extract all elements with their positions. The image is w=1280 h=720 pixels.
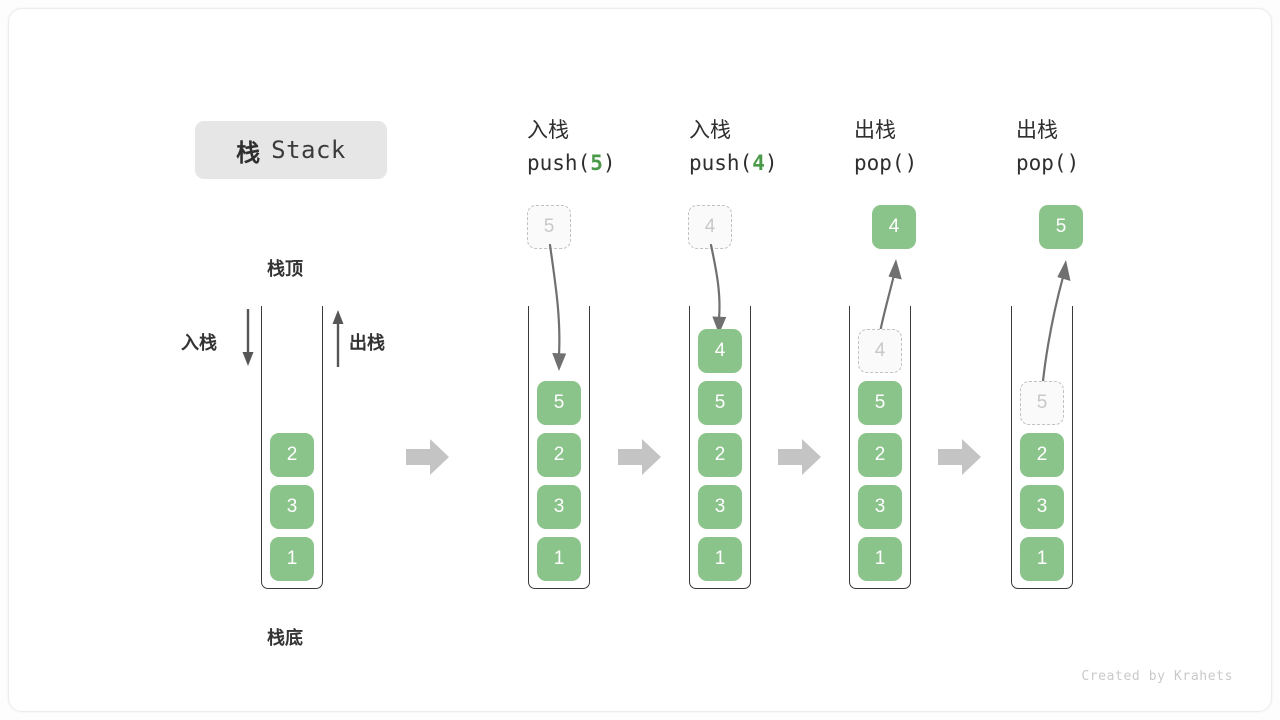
code-prefix: push( — [689, 151, 753, 175]
floating-popped-cell: 5 — [1039, 205, 1083, 249]
column-header-code: push(5) — [527, 146, 616, 180]
push-curve-arrow-icon — [548, 243, 567, 371]
stack-frame — [528, 306, 590, 589]
column-header-code: pop() — [1016, 146, 1079, 180]
stack-cell: 1 — [858, 537, 902, 581]
code-suffix: ) — [602, 151, 616, 175]
stack-cell: 3 — [698, 485, 742, 529]
stack-cell: 1 — [270, 537, 314, 581]
stack-cell: 2 — [698, 433, 742, 477]
stack-frame — [689, 306, 751, 589]
code-prefix: pop( — [1016, 151, 1067, 175]
stack-cell: 1 — [1020, 537, 1064, 581]
separator-arrow-icon — [938, 439, 981, 475]
title-badge: 栈 Stack — [195, 121, 387, 179]
stack-cell: 5 — [537, 381, 581, 425]
column-header-code: push(4) — [689, 146, 778, 180]
separator-arrow-icon — [406, 439, 449, 475]
stack-cell: 2 — [537, 433, 581, 477]
code-suffix: ) — [764, 151, 778, 175]
footer-credit: Created by Krahets — [1081, 669, 1233, 684]
floating-popped-cell: 4 — [872, 205, 916, 249]
push-direction-label: 入栈 — [181, 333, 217, 353]
stack-frame — [261, 306, 323, 589]
column-header-cn: 出栈 — [854, 119, 896, 142]
stack-cell: 3 — [1020, 485, 1064, 529]
stack-cell: 5 — [858, 381, 902, 425]
floating-ghost-cell: 4 — [688, 205, 732, 249]
stack-top-label: 栈顶 — [267, 259, 303, 279]
diagram-card: 栈 Stack 栈顶 栈底 入栈 出栈 2 3 1 — [8, 8, 1272, 712]
stack-frame — [849, 306, 911, 589]
title-label-en: Stack — [271, 136, 346, 164]
stack-cell: 2 — [270, 433, 314, 477]
column-header-push5: 入栈 push(5) — [527, 115, 616, 180]
code-prefix: push( — [527, 151, 591, 175]
column-header-push4: 入栈 push(4) — [689, 115, 778, 180]
stack-cell: 1 — [537, 537, 581, 581]
code-suffix: ) — [904, 151, 918, 175]
stack-cell: 5 — [698, 381, 742, 425]
push-direction-arrow-icon — [242, 309, 254, 366]
stack-cell: 3 — [537, 485, 581, 529]
column-header-pop4: 出栈 pop() — [854, 115, 917, 180]
stack-bottom-label: 栈底 — [267, 628, 303, 648]
stack-cell: 2 — [1020, 433, 1064, 477]
separator-arrow-icon — [618, 439, 661, 475]
column-header-pop5: 出栈 pop() — [1016, 115, 1079, 180]
stack-cell: 3 — [858, 485, 902, 529]
push-curve-arrow-icon — [709, 243, 727, 334]
column-header-code: pop() — [854, 146, 917, 180]
column-header-cn: 出栈 — [1016, 119, 1058, 142]
stack-ghost-cell: 5 — [1020, 381, 1064, 425]
stack-ghost-cell: 4 — [858, 329, 902, 373]
column-header-cn: 入栈 — [527, 119, 569, 142]
stack-cell: 1 — [698, 537, 742, 581]
code-arg: 4 — [752, 151, 765, 175]
pop-direction-arrow-icon — [332, 310, 344, 367]
stack-cell: 2 — [858, 433, 902, 477]
stack-frame — [1011, 306, 1073, 589]
separator-arrow-icon — [778, 439, 821, 475]
column-header-cn: 入栈 — [689, 119, 731, 142]
title-label-cn: 栈 — [236, 139, 261, 167]
stack-cell: 4 — [698, 329, 742, 373]
code-suffix: ) — [1066, 151, 1080, 175]
code-arg: 5 — [590, 151, 603, 175]
stack-cell: 3 — [270, 485, 314, 529]
code-prefix: pop( — [854, 151, 905, 175]
floating-ghost-cell: 5 — [527, 205, 571, 249]
pop-direction-label: 出栈 — [349, 333, 385, 353]
